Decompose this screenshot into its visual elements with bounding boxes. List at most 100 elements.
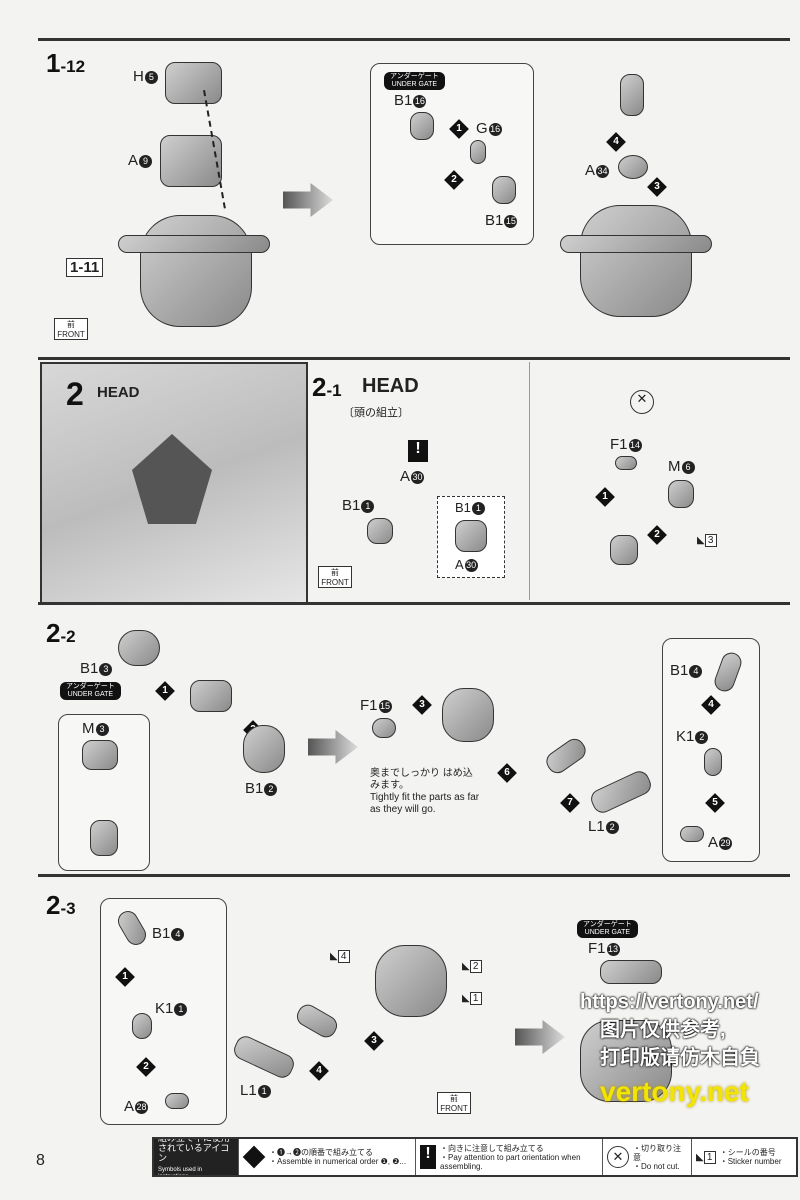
order-badge: 3 — [364, 1031, 384, 1051]
watermark-site: vertony.net — [600, 1076, 749, 1107]
attention-icon: ! — [420, 1145, 436, 1169]
do-not-cut-icon: ✕ — [607, 1146, 629, 1168]
legend-orientation: ! ・向きに注意して組み立てる・Pay attention to part or… — [416, 1139, 603, 1175]
part-a29 — [680, 826, 704, 842]
part-f1-13 — [600, 960, 662, 984]
part-h5 — [165, 62, 222, 104]
order-badge: 3 — [647, 177, 667, 197]
part-k1-1 — [132, 1013, 152, 1039]
part-b1-2 — [243, 725, 285, 773]
head-photo — [40, 362, 308, 604]
legend-title: 組み立て中に使用されているアイコンSymbols used in instruc… — [154, 1139, 239, 1175]
step-number-2-2: 2-2 — [46, 618, 76, 648]
order-badge: 7 — [560, 793, 580, 813]
order-badge: 5 — [705, 793, 725, 813]
order-badge: 1 — [155, 681, 175, 701]
sticker-icon: ◣1 — [696, 1150, 716, 1164]
step-number-2-3: 2-3 — [46, 890, 76, 920]
part-l1-1 — [230, 1033, 298, 1081]
torso-shaft — [560, 235, 712, 253]
torso-assembly — [580, 205, 692, 317]
order-badge: 3 — [412, 695, 432, 715]
order-badge: 1 — [595, 487, 615, 507]
divider — [38, 38, 790, 41]
sticker-number: ◣4 — [330, 950, 350, 963]
torso-shaft — [118, 235, 270, 253]
part-l1-2-small — [542, 734, 590, 778]
legend-sticker: ◣1 ・シールの番号・Sticker number — [696, 1148, 782, 1166]
part-a34 — [618, 155, 648, 179]
part-l1-2 — [587, 768, 655, 816]
symbol-legend: 組み立て中に使用されているアイコンSymbols used in instruc… — [152, 1137, 798, 1177]
section-title: HEAD — [97, 384, 140, 401]
section-title: HEAD — [362, 375, 419, 397]
order-badge: 2 — [444, 170, 464, 190]
part-f1-14 — [615, 456, 637, 470]
part-a28 — [165, 1093, 189, 1109]
watermark-text: 图片仅供参考, — [600, 1019, 726, 1041]
head-part — [190, 680, 232, 712]
part-k1-2 — [704, 748, 722, 776]
part-g16 — [470, 140, 486, 164]
watermark-url: https://vertony.net/ — [580, 991, 759, 1013]
part-m3 — [82, 740, 118, 770]
section-subtitle: 〔頭の組立〕 — [343, 407, 409, 419]
step-number-2: 2 — [66, 376, 84, 412]
fit-note: 奥までしっかり はめ込みます。Tightly fit the parts as … — [370, 768, 480, 815]
part-f1-15 — [372, 718, 396, 738]
legend-do-not-cut: ✕ ・切り取り注意・Do not cut. — [603, 1139, 692, 1175]
next-arrow — [308, 730, 358, 764]
head-assembly — [442, 688, 494, 742]
part-m6 — [668, 480, 694, 508]
sticker-number: ◣1 — [462, 992, 482, 1005]
page-number: 8 — [36, 1152, 45, 1169]
part-sub — [90, 820, 118, 856]
detail-inset — [100, 898, 227, 1125]
part-b1-16 — [410, 112, 434, 140]
order-badge: 4 — [606, 132, 626, 152]
order-badge: 4 — [701, 695, 721, 715]
divider — [38, 602, 790, 605]
order-icon — [242, 1145, 266, 1169]
step-number-1-12: 1-12 — [46, 48, 86, 78]
part-small — [293, 1000, 341, 1042]
next-arrow — [515, 1020, 565, 1054]
order-badge: 1 — [115, 967, 135, 987]
sticker-number: ◣3 — [697, 534, 717, 547]
part-b1-1 — [367, 518, 393, 544]
part-top — [620, 74, 644, 116]
legend-order: ・❶→❷の順番で組み立てる・Assemble in numerical orde… — [239, 1139, 416, 1175]
order-badge: 4 — [309, 1061, 329, 1081]
order-badge: 2 — [647, 525, 667, 545]
head-assembly-final — [580, 1020, 672, 1102]
part-b1-1-detail — [455, 520, 487, 552]
divider — [529, 362, 530, 600]
reference-step: 1-11 — [66, 258, 104, 277]
